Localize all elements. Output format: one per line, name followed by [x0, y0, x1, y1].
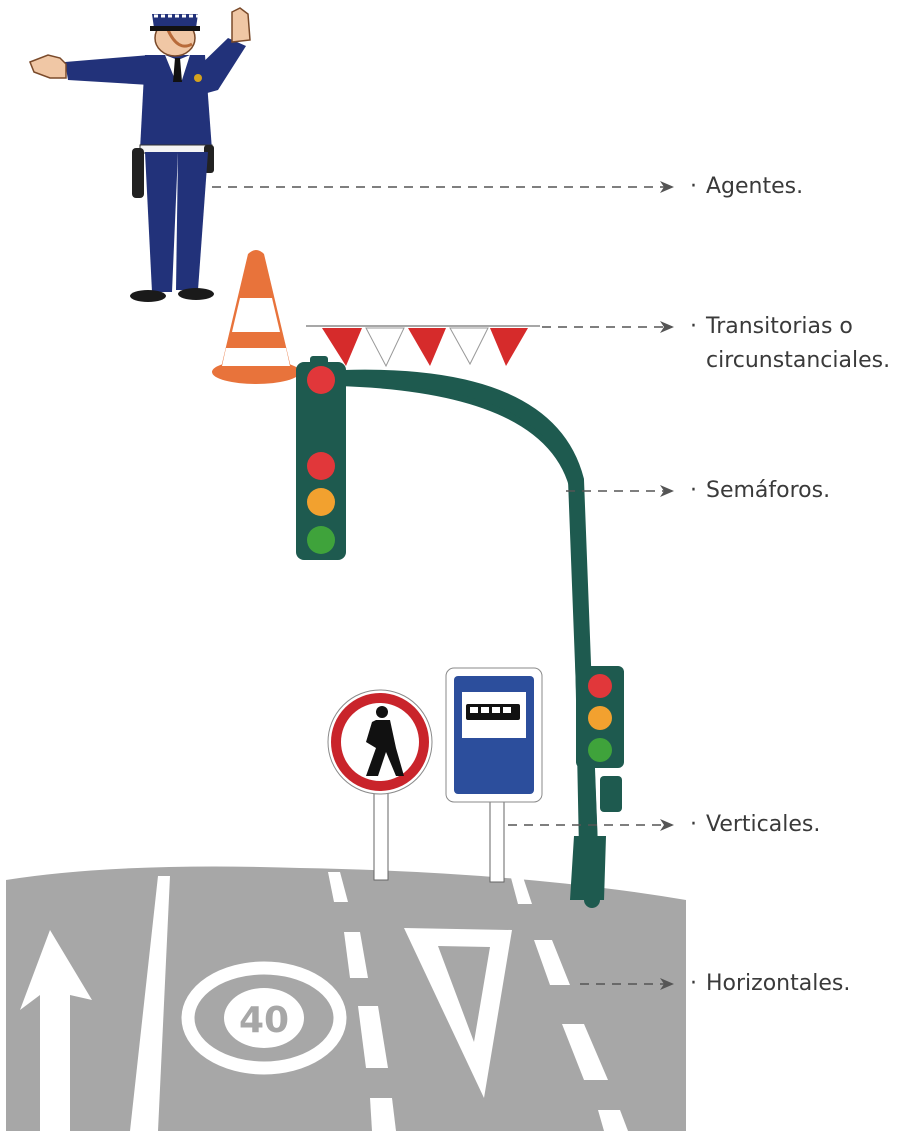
bullet: · — [690, 967, 706, 1001]
police-officer-icon — [30, 8, 250, 302]
label-agentes-text: Agentes. — [706, 174, 803, 199]
prohibited-pedestrian-sign-icon — [328, 690, 432, 880]
label-semaforos-text: Semáforos. — [706, 478, 830, 503]
label-agentes: ·Agentes. — [690, 170, 803, 204]
speed-marking-text: 40 — [239, 1000, 289, 1041]
bus-stop-sign-icon — [446, 668, 542, 882]
label-horizontales: ·Horizontales. — [690, 967, 850, 1001]
bullet: · — [690, 808, 706, 842]
traffic-light-icon — [296, 356, 624, 900]
label-verticales-text: Verticales. — [706, 812, 820, 837]
label-transitorias-line2: circunstanciales. — [706, 348, 890, 373]
label-transitorias: ·Transitorias o circunstanciales. — [690, 310, 890, 378]
label-semaforos: ·Semáforos. — [690, 474, 830, 508]
label-verticales: ·Verticales. — [690, 808, 820, 842]
traffic-cone-icon — [212, 250, 300, 384]
bullet: · — [690, 310, 706, 344]
bullet: · — [690, 170, 706, 204]
bullet: · — [690, 474, 706, 508]
label-transitorias-line1: Transitorias o — [706, 314, 853, 339]
road-markings-icon — [6, 867, 686, 1131]
bunting-icon — [306, 326, 540, 366]
label-horizontales-text: Horizontales. — [706, 971, 850, 996]
